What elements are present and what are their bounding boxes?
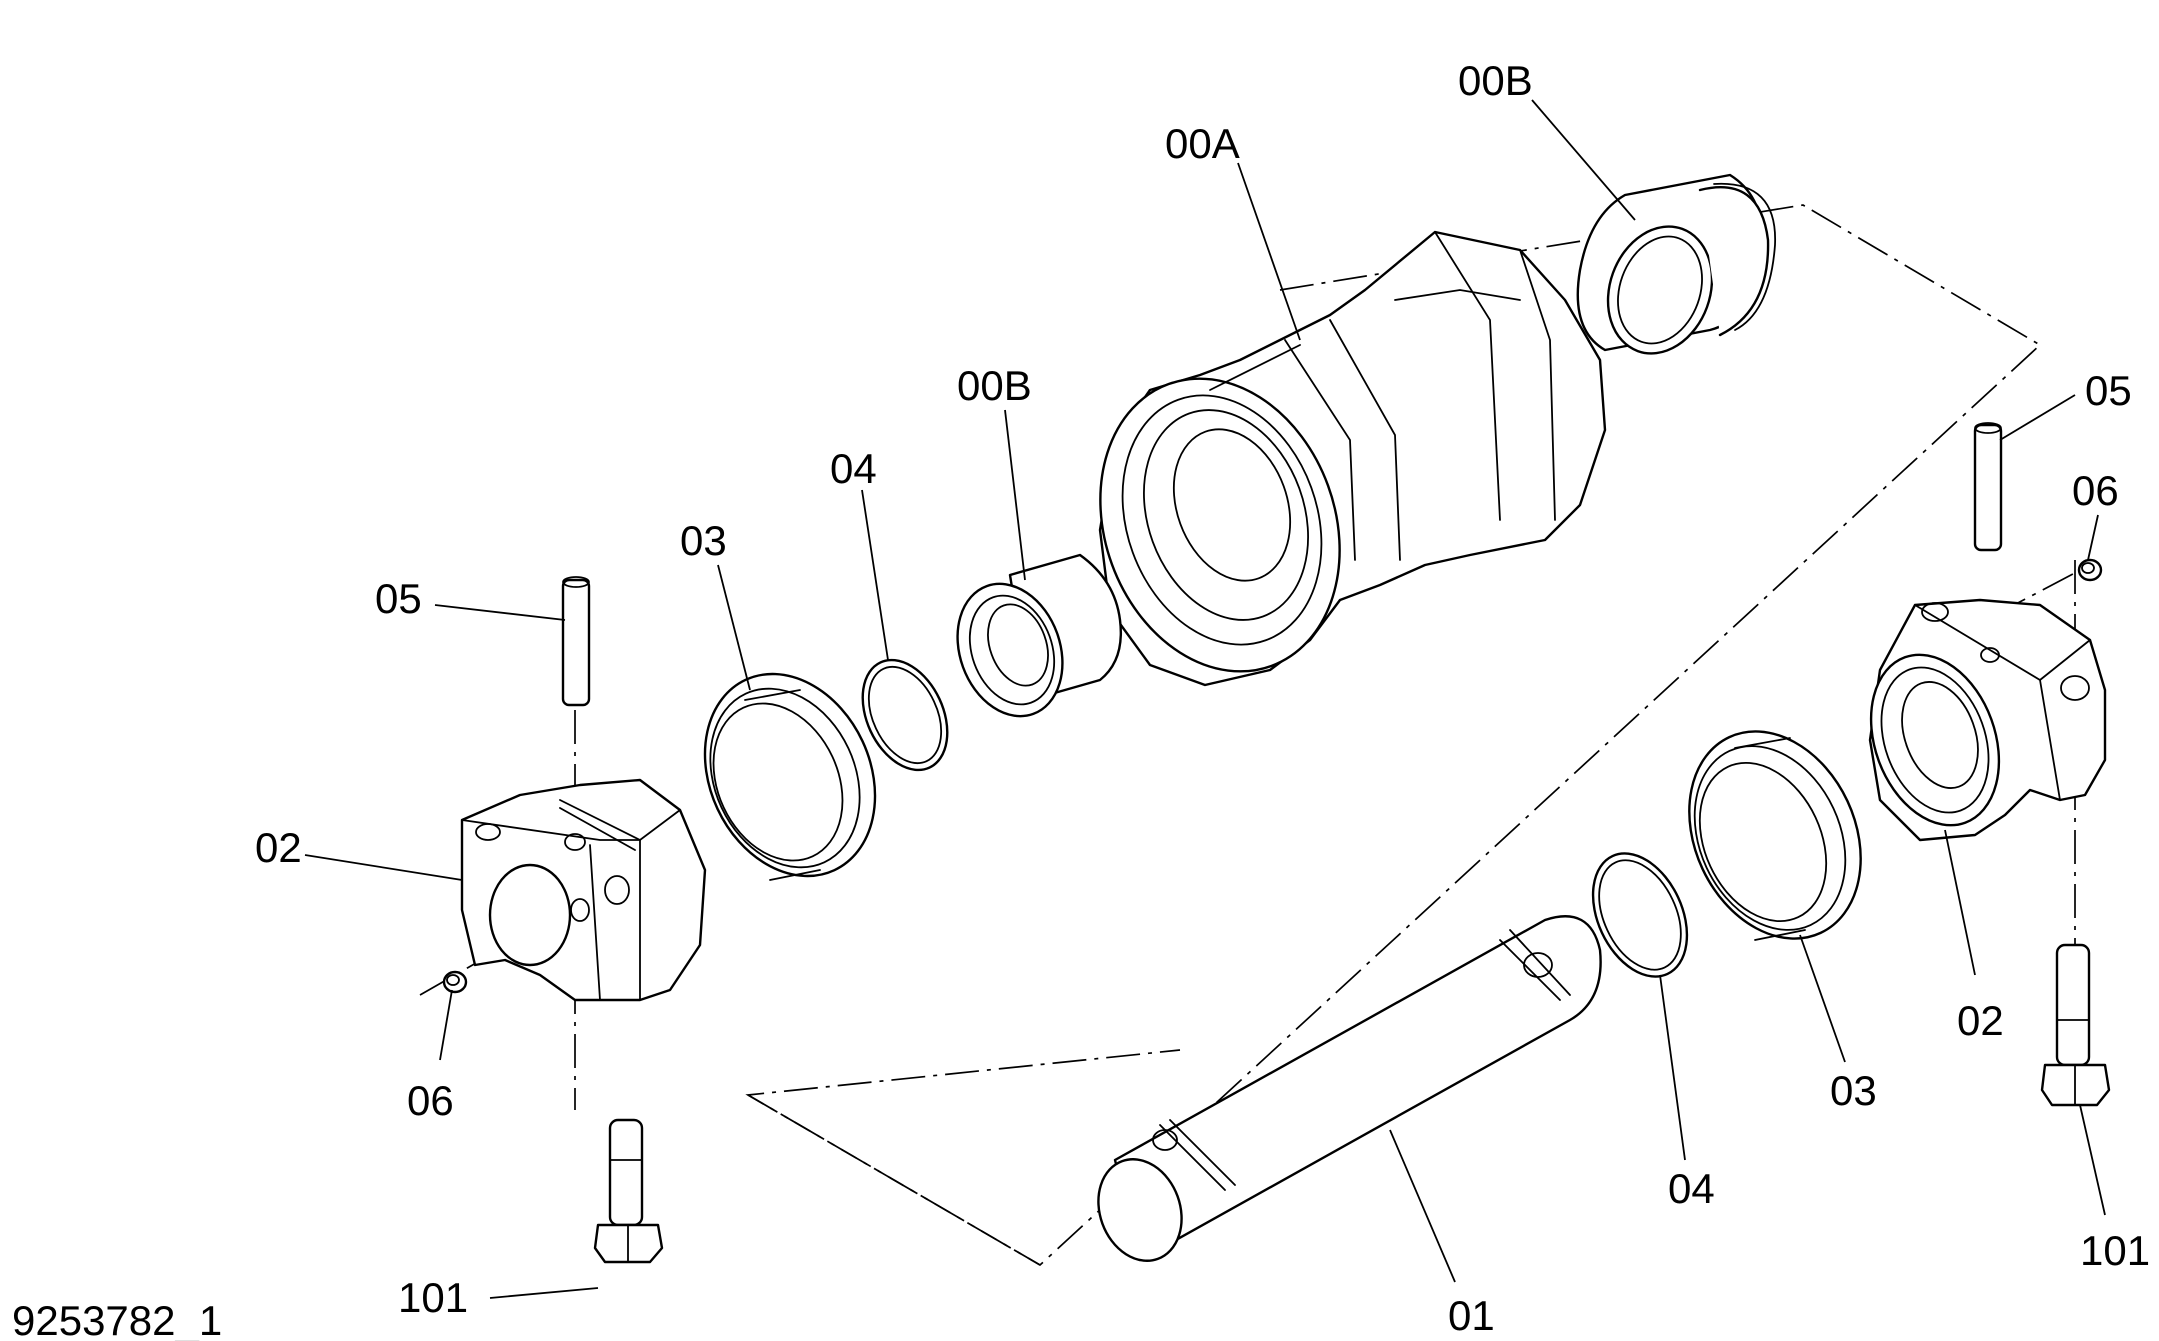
collar-right <box>1868 598 2107 842</box>
label-shaft: 01 <box>1448 1292 1495 1339</box>
collar-left <box>460 778 707 1002</box>
bolt-left <box>593 1118 664 1264</box>
plug-right <box>2077 558 2103 582</box>
label-plug-right: 06 <box>2072 467 2119 514</box>
label-seal-left: 03 <box>680 517 727 564</box>
pin-left <box>561 576 591 707</box>
label-oring-right: 04 <box>1668 1165 1715 1212</box>
label-bushing-top: 00B <box>1458 57 1533 104</box>
label-oring-left: 04 <box>830 445 877 492</box>
leader-lines <box>304 99 2106 1299</box>
label-roller-body: 00A <box>1165 120 1240 167</box>
plug-left <box>442 970 468 994</box>
bushing-top <box>1576 173 1776 355</box>
label-pin-right: 05 <box>2085 367 2132 414</box>
shaft <box>1097 915 1602 1262</box>
label-seal-right: 03 <box>1830 1067 1877 1114</box>
label-pin-left: 05 <box>375 575 422 622</box>
roller-body <box>1098 230 1607 687</box>
pin-right <box>1973 422 2003 552</box>
bushing-left <box>956 553 1122 718</box>
seal-left <box>703 672 877 881</box>
bolt-right <box>2040 943 2111 1107</box>
label-plug-left: 06 <box>407 1077 454 1124</box>
drawing-number: 9253782_1 <box>12 1297 222 1341</box>
label-bushing-left: 00B <box>957 362 1032 409</box>
label-collar-right: 02 <box>1957 997 2004 1044</box>
label-bolt-left: 101 <box>398 1274 468 1321</box>
label-bolt-right: 101 <box>2080 1227 2150 1274</box>
oring-left <box>861 658 949 772</box>
label-collar-left: 02 <box>255 824 302 871</box>
assembly-boundary-line-2 <box>747 1094 1041 1266</box>
oring-right <box>1591 852 1689 978</box>
seal-right <box>1688 730 1862 941</box>
